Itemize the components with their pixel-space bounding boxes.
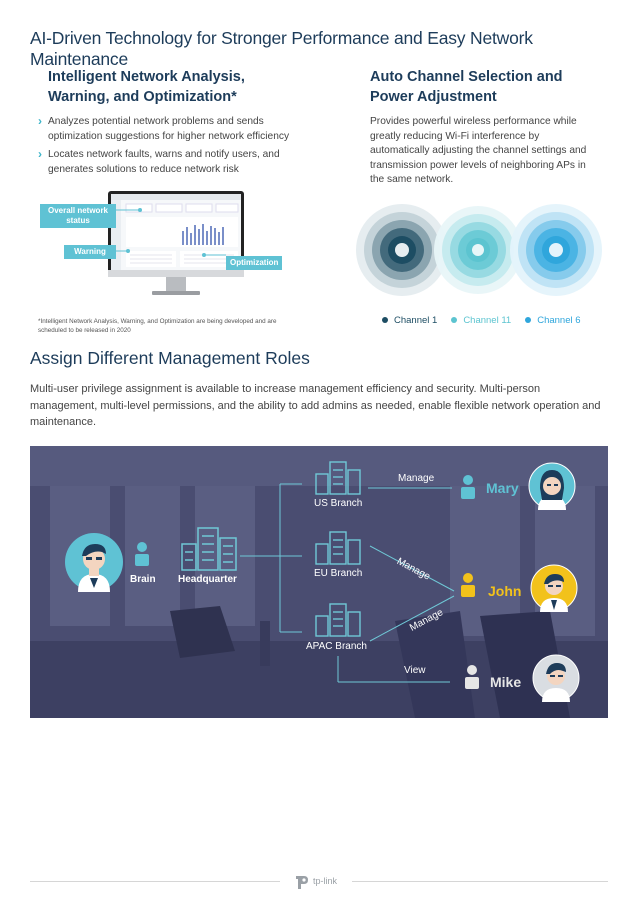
headquarter-label: Headquarter	[178, 574, 237, 585]
brain-avatar	[65, 533, 123, 592]
view-label-mike: View	[404, 665, 426, 676]
roles-heading: Assign Different Management Roles	[30, 348, 310, 368]
us-branch-label: US Branch	[314, 498, 363, 509]
left-section-heading: Intelligent Network Analysis, Warning, a…	[48, 69, 245, 105]
mary-label: Mary	[486, 480, 519, 496]
channel-circles-illustration	[356, 204, 602, 296]
mike-label: Mike	[490, 674, 522, 690]
mike-avatar	[532, 654, 580, 702]
legend-item-channel-11: Channel 11	[451, 315, 511, 326]
footer-divider-left	[30, 881, 280, 882]
feature-item: Locates network faults, warns and notify…	[38, 147, 303, 177]
channel-description: Provides powerful wireless performance w…	[370, 116, 587, 185]
channel-legend: Channel 1 Channel 11 Channel 6	[382, 315, 581, 326]
brain-user-icon	[135, 542, 149, 566]
headquarter-building-icon	[181, 527, 237, 571]
monitor-callout-lines	[116, 208, 226, 257]
roles-description: Multi-user privilege assignment is avail…	[30, 383, 601, 428]
legend-item-channel-6: Channel 6	[525, 315, 581, 326]
mary-avatar	[528, 462, 576, 510]
us-branch-building-icon	[315, 461, 361, 495]
feature-list: Analyzes potential network problems and …	[38, 114, 303, 181]
connector-lines	[240, 483, 455, 683]
eu-branch-label: EU Branch	[314, 568, 363, 579]
roles-diagram: Brain Headquarter US Branch EU Branch	[30, 446, 608, 718]
apac-branch-building-icon	[315, 603, 361, 637]
footer-logo: tp-link	[294, 872, 337, 890]
mary-user-icon	[461, 475, 475, 499]
tp-link-logo-icon	[296, 876, 308, 889]
warning-label: Warning	[64, 245, 116, 259]
legend-item-channel-1: Channel 1	[382, 315, 437, 326]
overall-status-label: Overall network status	[40, 204, 116, 228]
manage-label-mary: Manage	[398, 473, 435, 484]
mike-user-icon	[465, 665, 479, 689]
footnote: *Intelligent Network Analysis, Warning, …	[38, 318, 277, 334]
john-avatar	[530, 564, 578, 612]
page-title: AI-Driven Technology for Stronger Perfor…	[30, 28, 533, 69]
footer-divider-right	[352, 881, 608, 882]
eu-branch-building-icon	[315, 531, 361, 565]
optimization-label: Optimization	[226, 256, 282, 270]
apac-branch-label: APAC Branch	[306, 641, 367, 652]
tp-link-logo-text: tp-link	[313, 876, 338, 886]
feature-item: Analyzes potential network problems and …	[38, 114, 303, 144]
brain-label: Brain	[130, 574, 156, 585]
john-user-icon	[461, 573, 475, 597]
john-label: John	[488, 583, 522, 599]
right-section-heading: Auto Channel Selection and Power Adjustm…	[370, 69, 563, 105]
monitor-illustration	[108, 191, 244, 303]
